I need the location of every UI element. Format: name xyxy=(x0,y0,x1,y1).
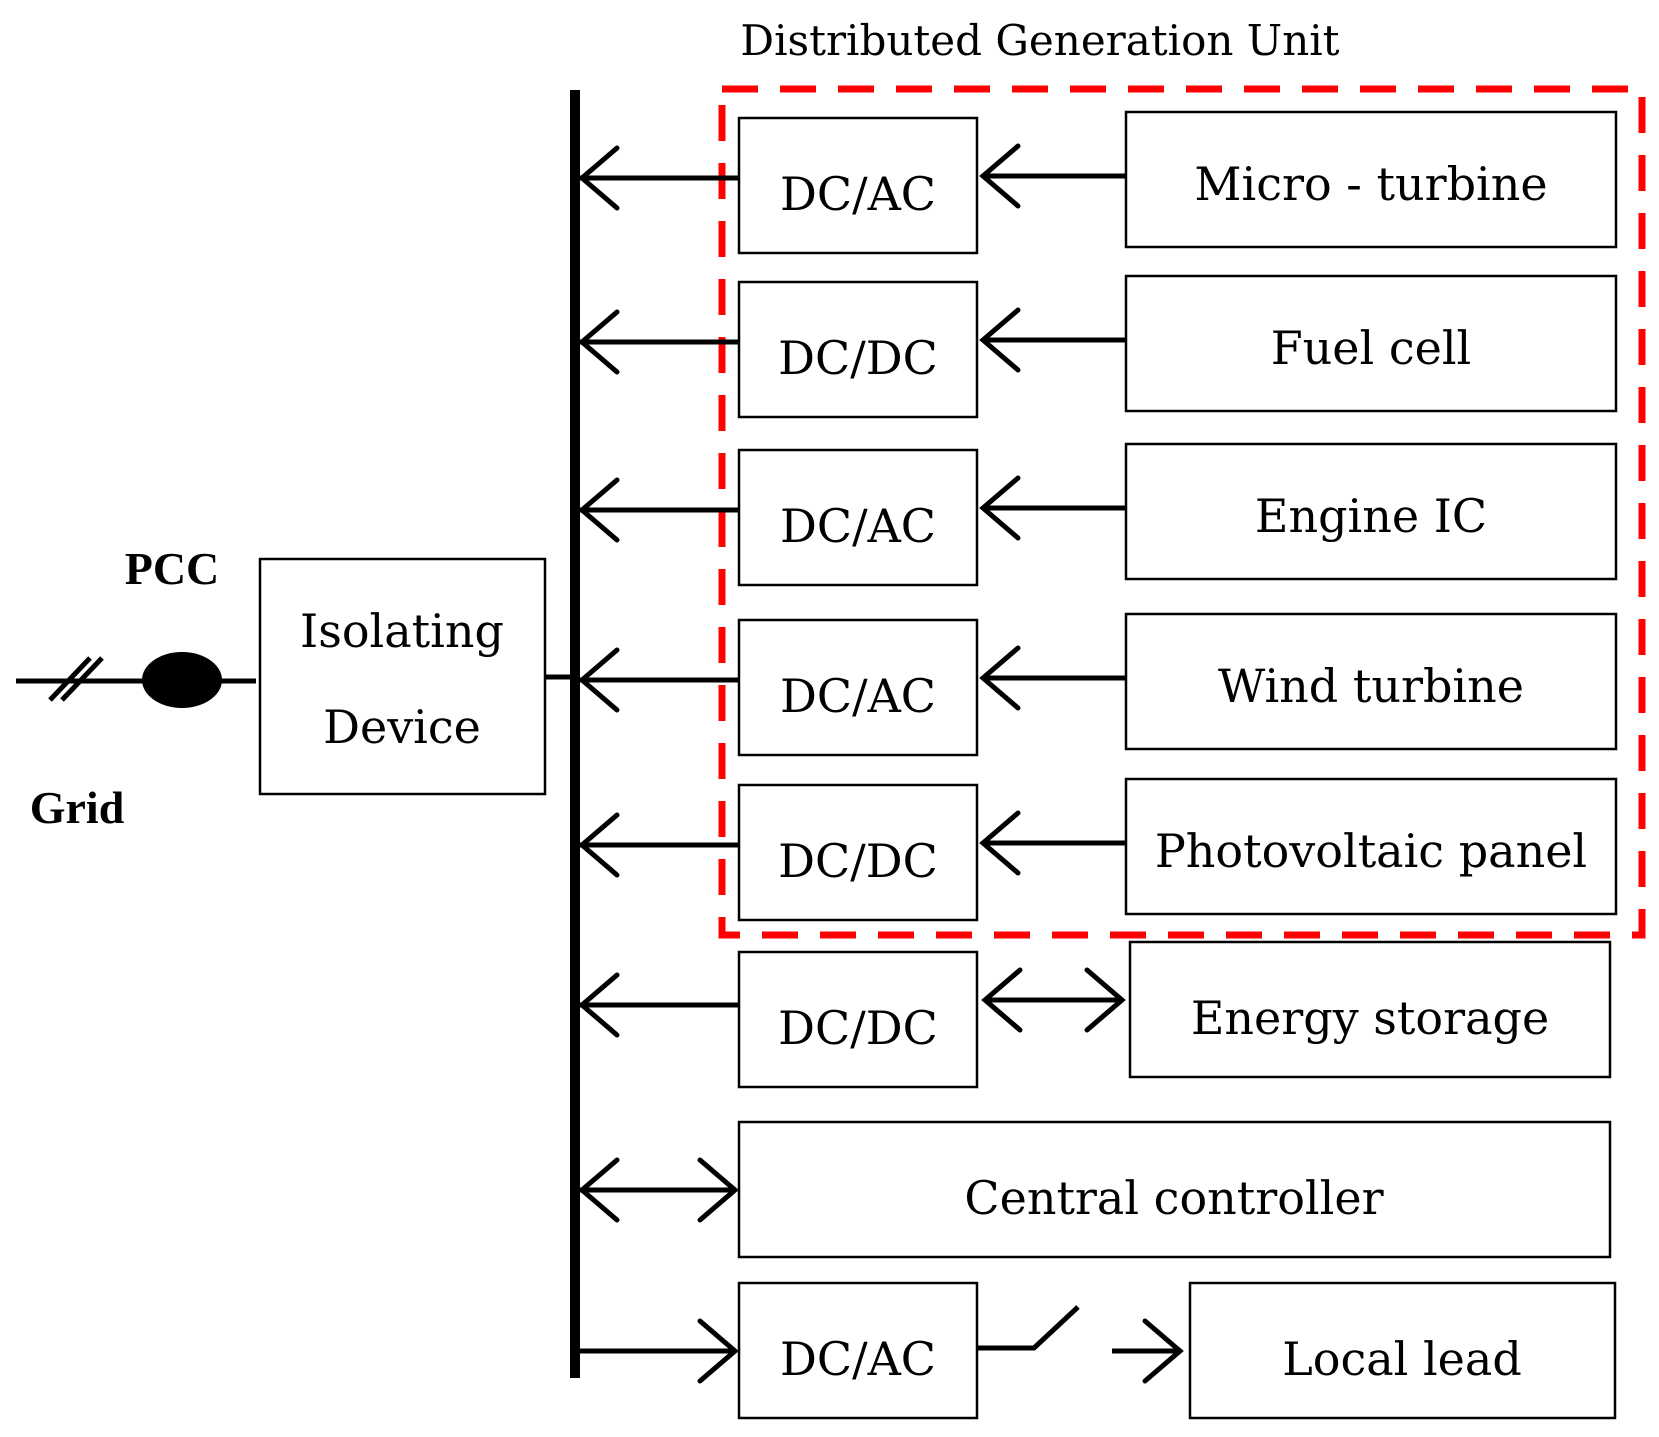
three-phase-mark xyxy=(48,656,92,702)
converter-label: DC/AC xyxy=(780,669,936,723)
converter-box xyxy=(737,783,979,922)
local-load-box xyxy=(1188,1281,1617,1420)
source-box xyxy=(1124,612,1618,751)
load-switch xyxy=(977,1305,1080,1351)
grid-label: Grid xyxy=(30,782,125,833)
source-label: Micro - turbine xyxy=(1194,157,1547,211)
isolating-device-line2: Device xyxy=(323,700,481,754)
local-load-label: Local lead xyxy=(1282,1332,1522,1386)
pcc-breaker xyxy=(142,652,222,708)
source-box xyxy=(1124,274,1618,413)
arrow-head xyxy=(979,143,1021,209)
arrow-head xyxy=(578,647,620,713)
arrow-head xyxy=(578,309,620,375)
arrow-head xyxy=(979,645,1021,711)
central-controller-label: Central controller xyxy=(964,1171,1383,1225)
converter-box xyxy=(737,280,979,419)
storage-converter-box xyxy=(737,950,979,1089)
converter-label: DC/AC xyxy=(780,499,936,553)
source-label: Wind turbine xyxy=(1218,659,1524,713)
arrow-head xyxy=(578,145,620,211)
source-box xyxy=(1124,110,1618,249)
dg-unit-title: Distributed Generation Unit xyxy=(740,16,1339,65)
storage-converter-label: DC/DC xyxy=(778,1001,938,1055)
converter-label: DC/DC xyxy=(778,834,938,888)
source-row: DC/AC Engine IC xyxy=(578,442,1618,587)
arrow-head xyxy=(979,307,1021,373)
load-converter-box xyxy=(737,1281,979,1420)
grid-connection xyxy=(16,652,575,708)
converter-label: DC/AC xyxy=(780,167,936,221)
source-label: Photovoltaic panel xyxy=(1155,824,1587,878)
arrow-head xyxy=(578,812,620,878)
source-row: DC/DC Photovoltaic panel xyxy=(578,777,1618,922)
arrow-head xyxy=(578,477,620,543)
central-controller-box xyxy=(737,1120,1612,1259)
source-label: Engine IC xyxy=(1255,489,1487,543)
converter-label: DC/DC xyxy=(778,331,938,385)
source-row: DC/AC Micro - turbine xyxy=(578,110,1618,255)
source-row: DC/AC Wind turbine xyxy=(578,612,1618,757)
controller-row: Central controller xyxy=(578,1120,1612,1259)
load-converter-label: DC/AC xyxy=(780,1332,936,1386)
converter-box xyxy=(737,448,979,587)
source-row: DC/DC Fuel cell xyxy=(578,274,1618,419)
converter-box xyxy=(737,618,979,757)
arrow-head xyxy=(979,810,1021,876)
energy-storage-label: Energy storage xyxy=(1191,991,1549,1045)
load-row: DC/AC Local lead xyxy=(579,1281,1617,1420)
isolating-device-line1: Isolating xyxy=(300,604,504,658)
storage-row: DC/DC Energy storage xyxy=(578,940,1612,1089)
arrow-head xyxy=(979,475,1021,541)
source-box xyxy=(1124,442,1618,581)
energy-storage-box xyxy=(1128,940,1612,1079)
pcc-label: PCC xyxy=(125,543,220,594)
source-box xyxy=(1124,777,1618,916)
converter-box xyxy=(737,116,979,255)
source-label: Fuel cell xyxy=(1271,321,1472,375)
isolating-device: Isolating Device xyxy=(258,557,547,796)
